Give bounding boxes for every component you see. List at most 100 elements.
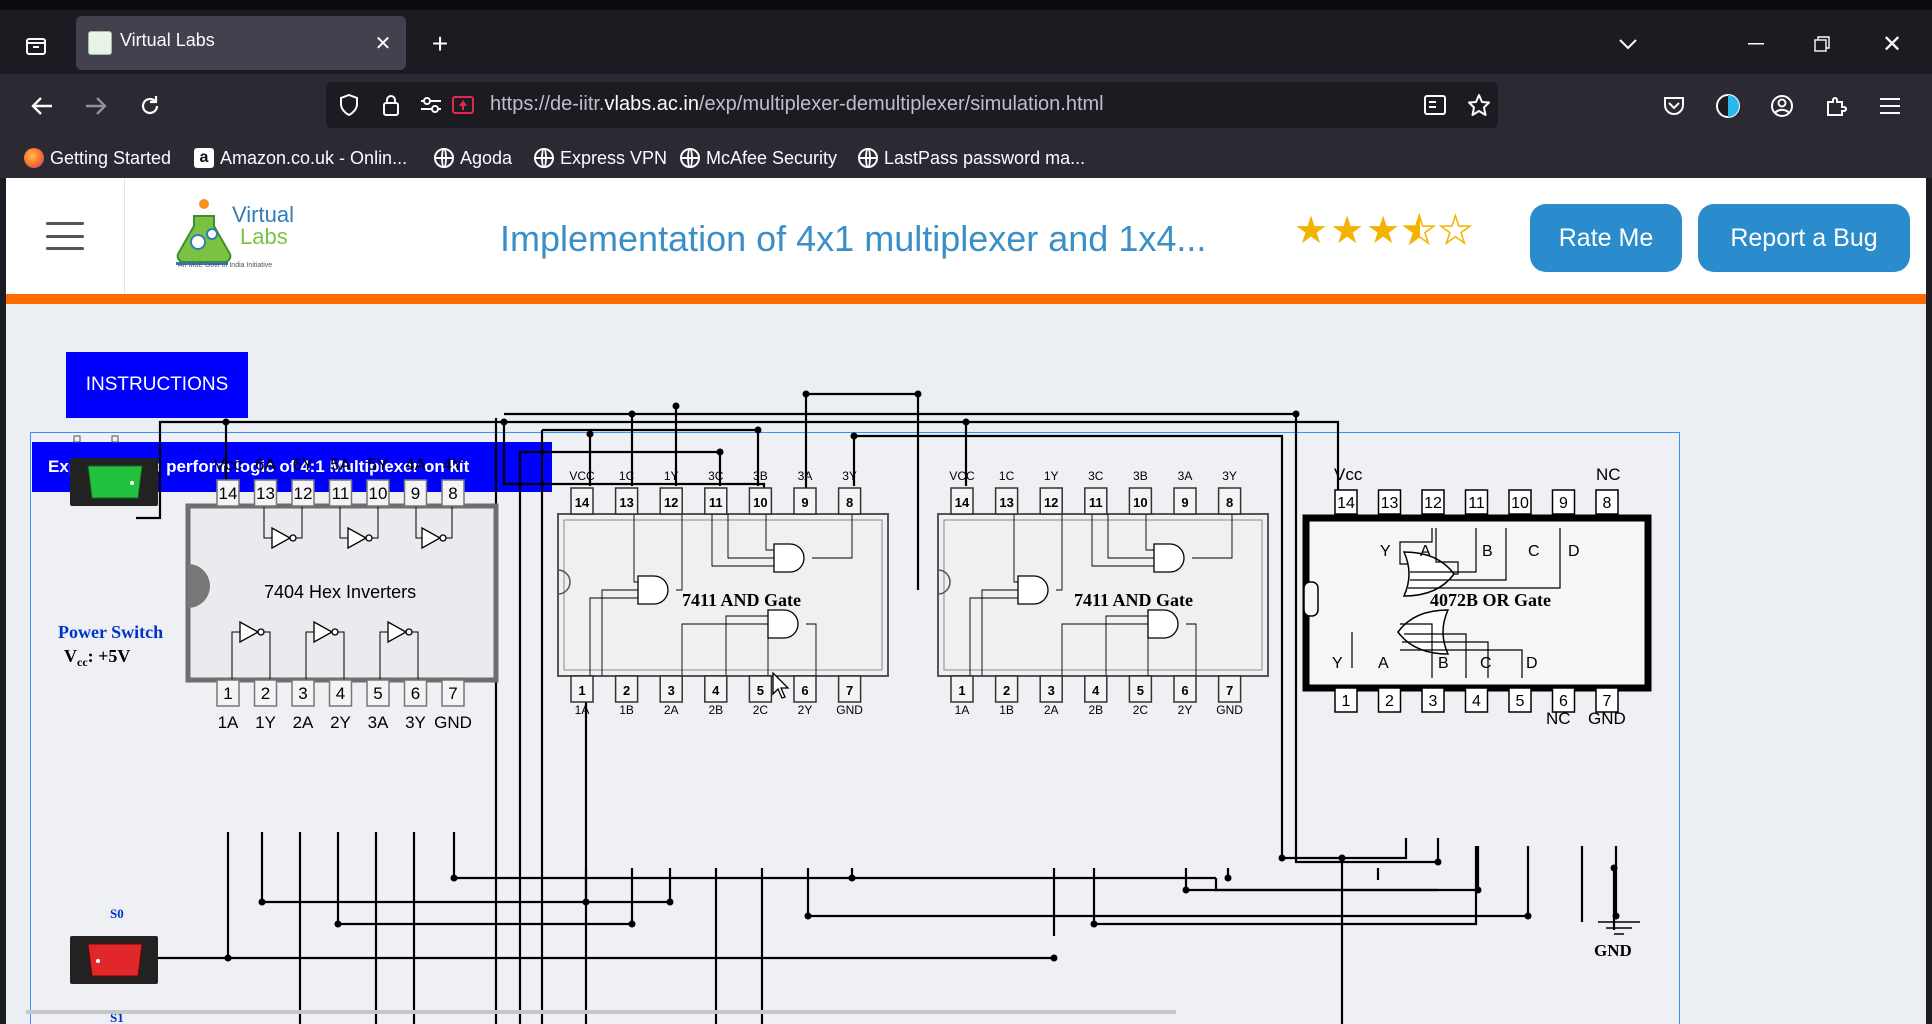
chip-pin[interactable]: 94A (403, 455, 428, 507)
chip-pin[interactable]: 21B (994, 675, 1019, 717)
bookmark-lastpass[interactable]: LastPass password ma... (858, 146, 1085, 170)
rating-stars[interactable]: ★★★★★ (1294, 208, 1474, 253)
chip-pin[interactable]: 4 (1464, 687, 1489, 713)
chip-pin[interactable]: 11A (570, 675, 594, 717)
minimize-window-icon[interactable] (1740, 28, 1772, 60)
close-window-icon[interactable]: ✕ (1881, 30, 1903, 58)
chip-pin[interactable]: 11A (950, 675, 974, 717)
chip-pin[interactable]: 8 (1595, 489, 1619, 515)
chip-pin[interactable]: 7 (1595, 687, 1619, 713)
browser-tab-active[interactable]: Virtual Labs ✕ (76, 16, 406, 70)
switch-terminal (73, 435, 81, 443)
chip-pin[interactable]: 11A (216, 679, 240, 732)
virtual-labs-logo[interactable] (174, 196, 314, 278)
pin-number: 12 (1424, 495, 1442, 512)
restore-window-icon[interactable] (1806, 28, 1838, 60)
bookmark-getting-started[interactable]: Getting Started (24, 146, 171, 170)
chip-pin[interactable]: 13 (1377, 489, 1402, 515)
instructions-button[interactable]: INSTRUCTIONS (66, 352, 248, 418)
chip-pin[interactable]: 32A (1039, 675, 1063, 717)
address-bar[interactable]: https://de-iitr.vlabs.ac.in/exp/multiple… (326, 82, 1498, 128)
bookmark-agoda[interactable]: Agoda (434, 146, 512, 170)
chip-pin[interactable]: 32A (659, 675, 683, 717)
chip-pin[interactable]: 32A (291, 679, 315, 732)
pin-label: 6Y (293, 455, 314, 474)
chip-pin[interactable]: 11 (1464, 489, 1489, 515)
permissions-icon[interactable] (418, 92, 444, 118)
chip-pin[interactable]: 63Y (403, 679, 428, 732)
chip-pin[interactable]: 52C (1128, 675, 1153, 717)
chip-pin[interactable]: 62Y (1173, 675, 1197, 717)
chip-pin[interactable]: 21B (614, 675, 639, 717)
chip-pin[interactable]: 2 (1377, 687, 1402, 713)
chip-pin[interactable]: 62Y (793, 675, 817, 717)
vpn-extension-icon[interactable] (1712, 90, 1744, 122)
list-all-tabs-chevron-icon[interactable] (1612, 28, 1644, 60)
chip-pin[interactable]: 84Y (441, 455, 465, 507)
chip-pin[interactable]: 83Y (837, 469, 862, 515)
chip-pin[interactable]: 42B (1084, 675, 1108, 717)
chip-pin[interactable]: 83Y (1217, 469, 1242, 515)
chip-pin[interactable]: 1 (1334, 687, 1358, 713)
chip-pin[interactable]: 14 (1334, 489, 1358, 515)
horizontal-scrollbar[interactable] (26, 1010, 1176, 1014)
bookmark-star-icon[interactable] (1466, 92, 1492, 118)
chip-pin[interactable]: 9 (1551, 489, 1576, 515)
chip-pin[interactable]: 10 (1508, 489, 1532, 515)
chip-pin[interactable]: 3 (1421, 687, 1445, 713)
chip-pin[interactable]: 5 (1508, 687, 1532, 713)
lock-icon[interactable] (378, 92, 404, 118)
power-switch[interactable] (70, 458, 158, 506)
report-bug-button[interactable]: Report a Bug (1698, 204, 1910, 272)
pin-number: 1 (1342, 693, 1351, 710)
chip-pin[interactable]: 93A (1173, 469, 1197, 515)
autoplay-blocked-icon[interactable] (450, 92, 476, 118)
bookmark-express-vpn[interactable]: Express VPN (534, 146, 667, 170)
bookmark-mcafee-security[interactable]: McAfee Security (680, 146, 837, 170)
rate-me-button[interactable]: Rate Me (1530, 204, 1682, 272)
chip-pin[interactable]: 42Y (328, 679, 353, 732)
tab-close-icon[interactable]: ✕ (374, 32, 392, 55)
extensions-puzzle-icon[interactable] (1820, 90, 1852, 122)
chip-pin[interactable]: 52C (748, 675, 773, 717)
pin-label: 2A (664, 703, 679, 717)
or-nc-bottom-label: NC (1546, 709, 1571, 728)
back-arrow-icon[interactable] (26, 90, 58, 122)
chip-pin[interactable]: 53A (366, 679, 390, 732)
menu-hamburger-icon[interactable] (1874, 90, 1906, 122)
account-icon[interactable] (1766, 90, 1798, 122)
site-menu-hamburger-icon[interactable] (46, 222, 84, 250)
s0-switch[interactable] (70, 936, 158, 984)
chip-pin[interactable]: 6 (1551, 687, 1576, 713)
chip-pin[interactable]: 21Y (253, 679, 278, 732)
chip-pin[interactable]: 12 (1421, 489, 1445, 515)
reader-view-icon[interactable] (1422, 92, 1448, 118)
chip-pin[interactable]: 42B (704, 675, 728, 717)
tracking-protection-shield-icon[interactable] (336, 92, 362, 118)
chip-pin[interactable]: 93A (793, 469, 817, 515)
new-tab-icon[interactable]: + (431, 28, 449, 59)
forward-arrow-icon[interactable] (80, 90, 112, 122)
reload-icon[interactable] (134, 90, 166, 122)
pocket-icon[interactable] (1658, 90, 1690, 122)
tab-overview-icon[interactable] (20, 30, 52, 62)
